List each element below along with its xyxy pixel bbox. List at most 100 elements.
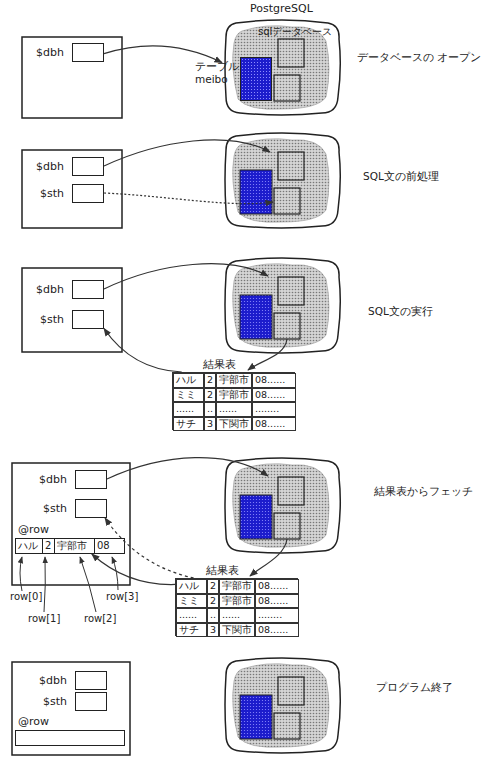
table-cell: .. bbox=[204, 402, 216, 417]
node-label: $sth bbox=[40, 187, 64, 200]
table-block: テーブル meibo bbox=[240, 57, 272, 101]
leader-arrow bbox=[20, 557, 22, 591]
table-cell: 08...... bbox=[252, 388, 296, 403]
array-cell: 2 bbox=[43, 539, 55, 553]
table-cell: 宇部市 bbox=[219, 594, 255, 609]
node-label: $dbh bbox=[39, 674, 67, 687]
table-cell: ハル bbox=[176, 579, 207, 594]
leader-arrow bbox=[44, 557, 45, 612]
variable-box: $dbh bbox=[72, 157, 104, 176]
table-cell: 下関市 bbox=[219, 623, 255, 638]
step-label: プログラム終了 bbox=[376, 681, 453, 694]
array-index: row[0] bbox=[10, 591, 42, 603]
node-label: $dbh bbox=[36, 46, 64, 59]
array-cell: 宇部市 bbox=[55, 539, 95, 553]
step-label: SQL文の前処理 bbox=[363, 170, 439, 183]
program-box bbox=[12, 463, 130, 585]
node-label: $dbh bbox=[36, 283, 64, 296]
array-index: row[2] bbox=[84, 613, 116, 625]
table-cell: 08...... bbox=[252, 417, 296, 432]
database-shape bbox=[225, 20, 340, 115]
array-index: row[3] bbox=[106, 591, 138, 603]
connector-arrow bbox=[105, 518, 194, 578]
table-cell: 3 bbox=[204, 417, 216, 432]
node-label: @row bbox=[18, 715, 49, 728]
table-cell: 08...... bbox=[255, 594, 299, 609]
table-cell: 2 bbox=[204, 388, 216, 403]
connector-arrow bbox=[104, 46, 222, 63]
variable-box: $sth bbox=[72, 310, 104, 329]
node-label: $sth bbox=[43, 502, 67, 515]
table-block bbox=[240, 495, 272, 539]
table-cell: 宇部市 bbox=[216, 373, 252, 388]
table-cell: ミミ bbox=[176, 594, 207, 609]
statement-arrow bbox=[104, 193, 273, 204]
table-cell: ........ bbox=[255, 608, 299, 623]
result-arrow bbox=[248, 339, 287, 370]
node-label: $sth bbox=[43, 695, 67, 708]
array-cell: ハル bbox=[16, 539, 43, 553]
variable-box: $sth bbox=[72, 184, 104, 203]
table-block bbox=[240, 170, 272, 214]
table-block bbox=[240, 695, 272, 739]
array-box: @rowハル2宇部市08 bbox=[15, 538, 125, 554]
array-cell: 08 bbox=[95, 539, 126, 553]
table-cell: ...... bbox=[219, 608, 255, 623]
variable-box: $dbh bbox=[75, 671, 107, 690]
step-label: データベースの オープン bbox=[357, 51, 481, 64]
node-label: $dbh bbox=[39, 473, 67, 486]
table-cell: ...... bbox=[216, 402, 252, 417]
connector-arrow bbox=[104, 328, 182, 372]
array-box: @row bbox=[15, 730, 125, 746]
step-label: 結果表からフェッチ bbox=[374, 485, 473, 498]
node-label: $sth bbox=[40, 313, 64, 326]
table-cell: サチ bbox=[176, 623, 207, 638]
handle-arrow bbox=[107, 458, 268, 479]
table-cell: 下関市 bbox=[216, 417, 252, 432]
table-cell: 08...... bbox=[252, 373, 296, 388]
program-box bbox=[22, 150, 122, 228]
table-cell: 08...... bbox=[255, 623, 299, 638]
table-cell: 宇部市 bbox=[219, 579, 255, 594]
handle-arrow bbox=[104, 264, 268, 289]
step-label: SQL文の実行 bbox=[368, 305, 433, 318]
table-cell: ...... bbox=[176, 608, 207, 623]
program-box bbox=[12, 662, 130, 755]
database-shape bbox=[225, 258, 340, 353]
table-cell: 2 bbox=[207, 594, 219, 609]
node-label: $dbh bbox=[36, 160, 64, 173]
table-cell: ミミ bbox=[173, 388, 204, 403]
table-cell: サチ bbox=[173, 417, 204, 432]
node-label: @row bbox=[18, 523, 49, 536]
table-cell: .. bbox=[207, 608, 219, 623]
result-arrow bbox=[250, 539, 287, 576]
table-cell: 2 bbox=[204, 373, 216, 388]
program-box bbox=[22, 268, 122, 352]
table-cell: 3 bbox=[207, 623, 219, 638]
handle-arrow bbox=[104, 140, 270, 166]
table-cell: ........ bbox=[252, 402, 296, 417]
node-label: 結果表 bbox=[206, 564, 239, 577]
database-shape bbox=[225, 658, 340, 753]
table-cell: 2 bbox=[207, 579, 219, 594]
node-label: 結果表 bbox=[203, 358, 236, 371]
database-shape bbox=[225, 133, 340, 228]
table-cell: ハル bbox=[173, 373, 204, 388]
result-table: 結果表ハル2宇部市08......ミミ2宇部市08...............… bbox=[172, 372, 295, 430]
program-box bbox=[22, 37, 122, 118]
table-cell: ...... bbox=[173, 402, 204, 417]
node-label: テーブル meibo bbox=[195, 60, 239, 85]
connector-arrow bbox=[92, 554, 175, 585]
node-label: PostgreSQL bbox=[250, 2, 313, 15]
array-index: row[1] bbox=[28, 613, 60, 625]
table-cell: 宇部市 bbox=[216, 388, 252, 403]
variable-box: $sth bbox=[75, 692, 107, 711]
variable-box: $dbh bbox=[72, 43, 104, 62]
database: PostgreSQLsqlデータベーステーブル meibo bbox=[222, 17, 342, 117]
table-block bbox=[240, 295, 272, 339]
node-label: sqlデータベース bbox=[258, 26, 332, 38]
leader-arrow bbox=[80, 557, 96, 612]
variable-box: $dbh bbox=[75, 470, 107, 489]
